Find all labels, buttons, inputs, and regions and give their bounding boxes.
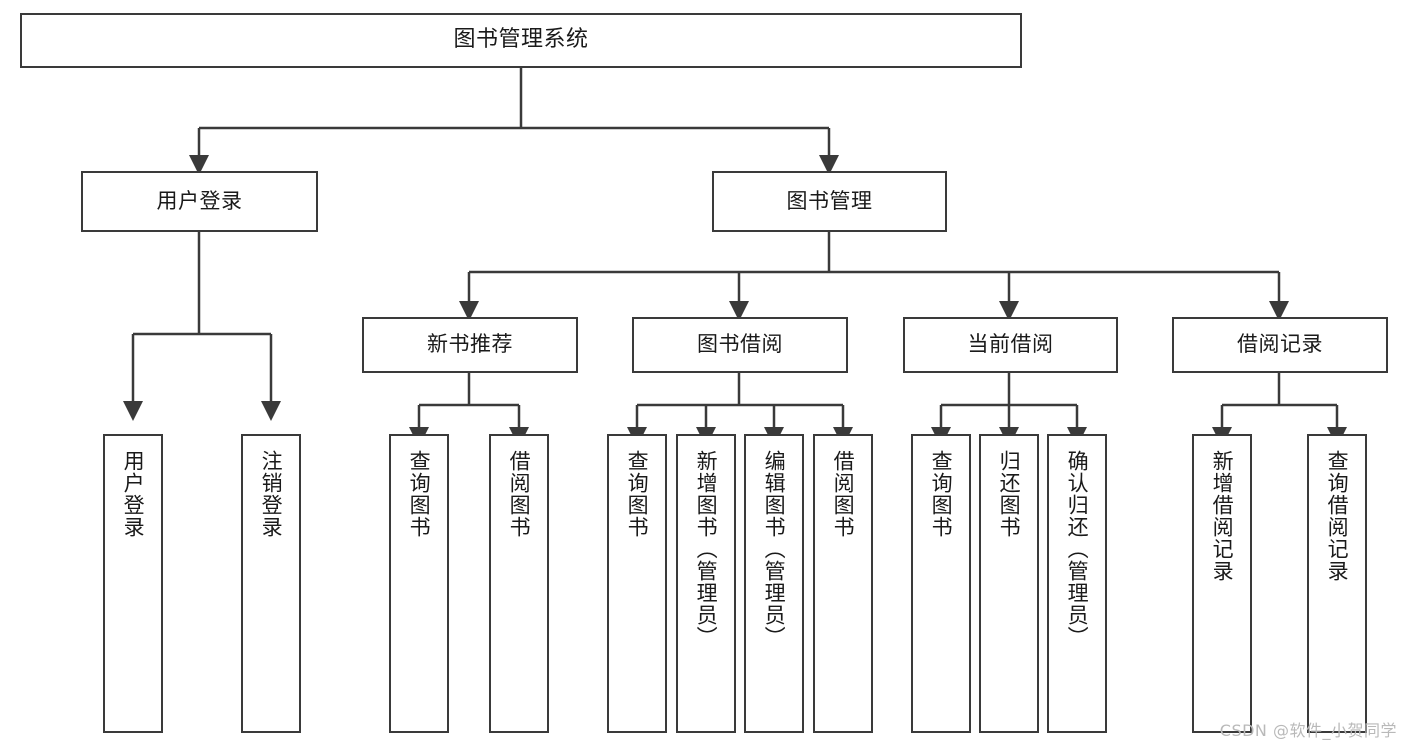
node-current-borrow[interactable]: 当前借阅 (903, 317, 1118, 373)
node-leaf-add-record-label: 新增借阅记录 (1210, 450, 1235, 582)
node-book-manage-label: 图书管理 (786, 188, 873, 213)
node-borrow-record-label: 借阅记录 (1237, 332, 1323, 357)
node-leaf-edit-book[interactable]: 编辑图书（管理员） (744, 434, 804, 733)
node-leaf-borrow-book-1-label: 借阅图书 (507, 450, 532, 538)
node-root[interactable]: 图书管理系统 (20, 13, 1022, 68)
node-leaf-query-book-1-label: 查询图书 (407, 450, 432, 538)
node-leaf-user-login-label: 用户登录 (121, 450, 146, 538)
node-leaf-add-book-label: 新增图书（管理员） (694, 450, 719, 648)
node-leaf-confirm-return[interactable]: 确认归还（管理员） (1047, 434, 1107, 733)
node-current-borrow-label: 当前借阅 (967, 332, 1054, 357)
node-leaf-query-book-3-label: 查询图书 (929, 450, 954, 538)
node-borrow-record[interactable]: 借阅记录 (1172, 317, 1388, 373)
node-new-book-recommend[interactable]: 新书推荐 (362, 317, 578, 373)
node-leaf-borrow-book-1[interactable]: 借阅图书 (489, 434, 549, 733)
node-leaf-query-book-2-label: 查询图书 (625, 450, 650, 538)
node-leaf-query-record-label: 查询借阅记录 (1325, 450, 1350, 582)
node-leaf-query-book-1[interactable]: 查询图书 (389, 434, 449, 733)
node-leaf-return-book-label: 归还图书 (997, 450, 1022, 538)
node-leaf-borrow-book-2[interactable]: 借阅图书 (813, 434, 873, 733)
node-leaf-logout-login[interactable]: 注销登录 (241, 434, 301, 733)
node-leaf-return-book[interactable]: 归还图书 (979, 434, 1039, 733)
node-leaf-query-record[interactable]: 查询借阅记录 (1307, 434, 1367, 733)
node-leaf-user-login[interactable]: 用户登录 (103, 434, 163, 733)
node-book-manage[interactable]: 图书管理 (712, 171, 947, 232)
node-leaf-query-book-2[interactable]: 查询图书 (607, 434, 667, 733)
node-book-borrow-label: 图书借阅 (697, 332, 783, 357)
node-leaf-add-record[interactable]: 新增借阅记录 (1192, 434, 1252, 733)
node-leaf-confirm-return-label: 确认归还（管理员） (1065, 450, 1090, 648)
node-leaf-borrow-book-2-label: 借阅图书 (831, 450, 856, 538)
node-leaf-logout-login-label: 注销登录 (259, 450, 284, 538)
node-leaf-edit-book-label: 编辑图书（管理员） (762, 450, 787, 648)
node-leaf-add-book[interactable]: 新增图书（管理员） (676, 434, 736, 733)
node-user-login[interactable]: 用户登录 (81, 171, 318, 232)
node-root-label: 图书管理系统 (453, 27, 589, 53)
node-book-borrow[interactable]: 图书借阅 (632, 317, 848, 373)
node-user-login-label: 用户登录 (156, 188, 243, 213)
node-leaf-query-book-3[interactable]: 查询图书 (911, 434, 971, 733)
node-new-book-recommend-label: 新书推荐 (427, 332, 513, 357)
